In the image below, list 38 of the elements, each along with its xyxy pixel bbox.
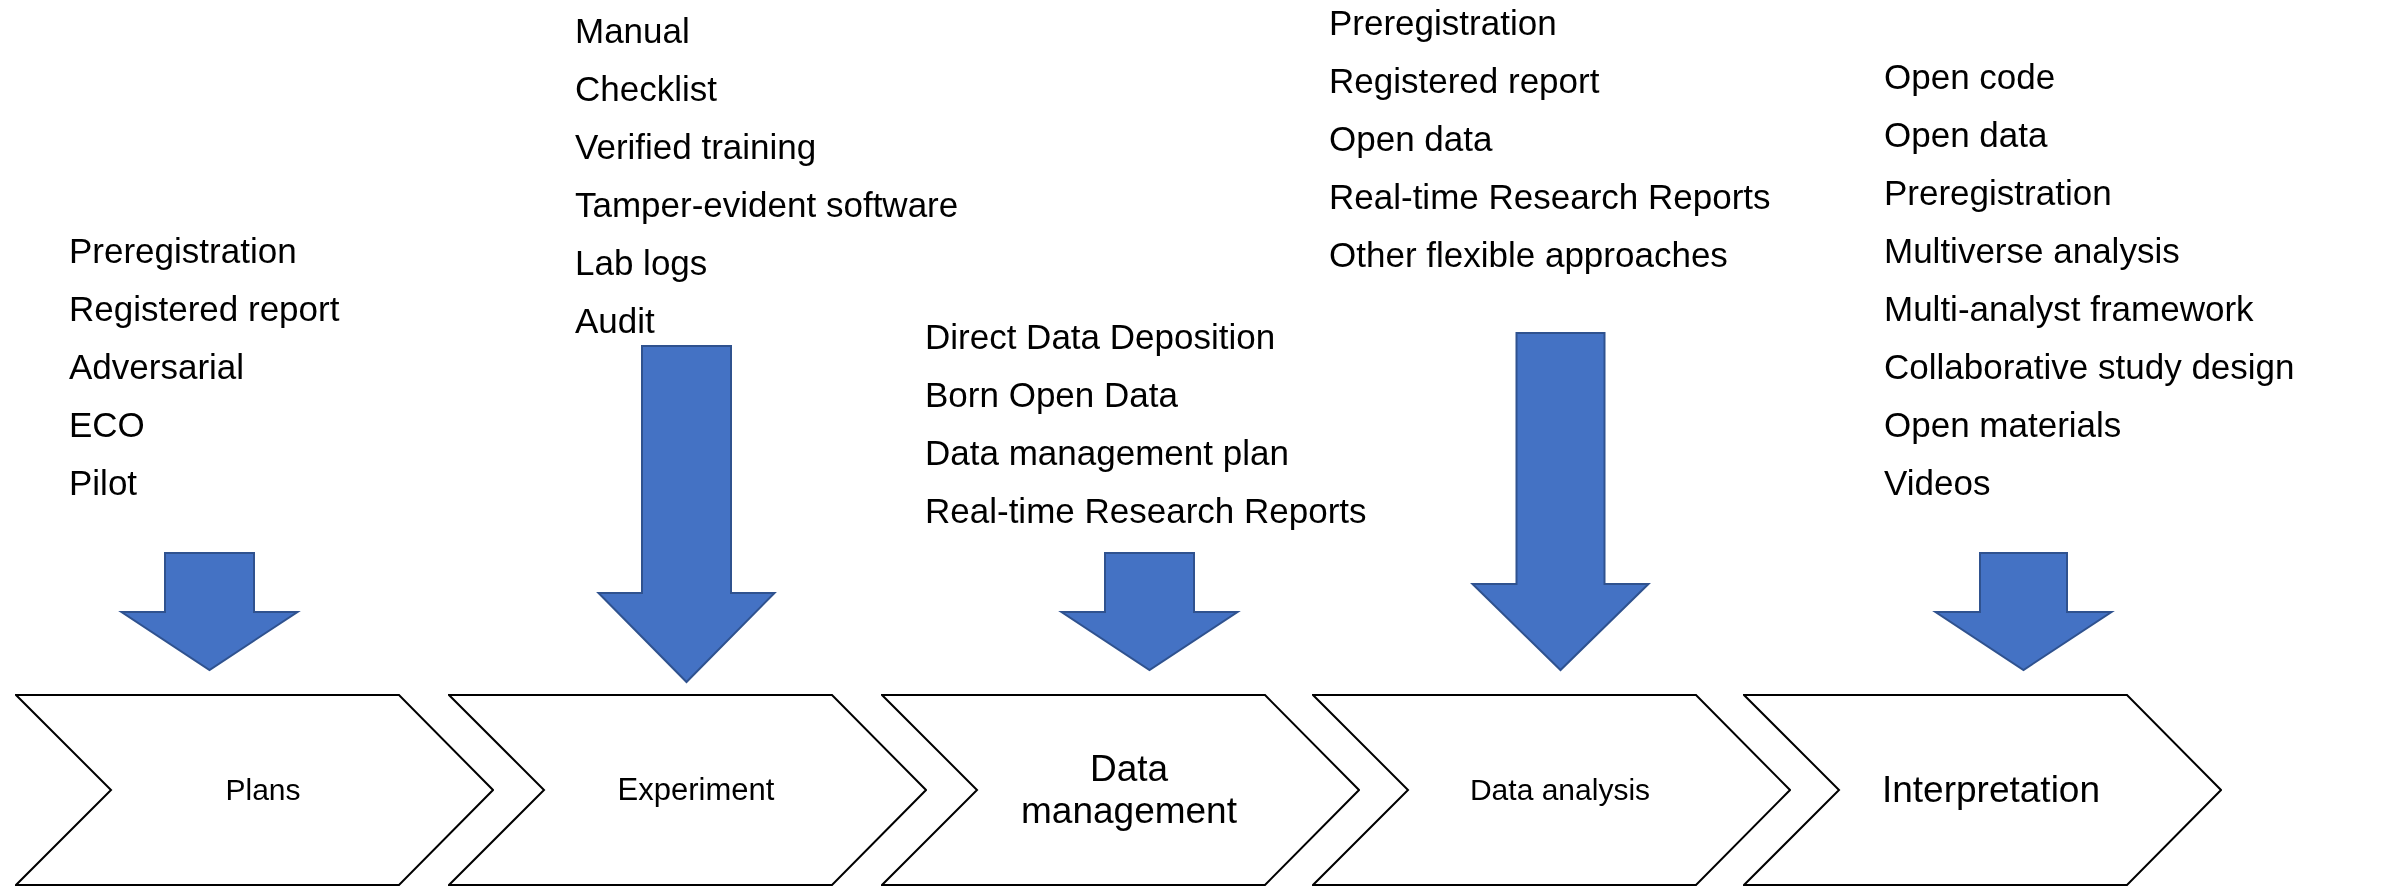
block-arrow xyxy=(1470,332,1651,672)
list-item: Pilot xyxy=(69,462,138,504)
list-item: Lab logs xyxy=(575,242,708,284)
block-arrow xyxy=(596,345,777,684)
list-item: Real-time Research Reports xyxy=(1329,176,1771,218)
list-item: Manual xyxy=(575,10,690,52)
step-label: Data analysis xyxy=(1469,773,1651,807)
list-item: Registered report xyxy=(1329,60,1600,102)
list-item: Other flexible approaches xyxy=(1329,234,1728,276)
list-item: Real-time Research Reports xyxy=(925,490,1367,532)
list-item: Tamper-evident software xyxy=(575,184,959,226)
list-item: Verified training xyxy=(575,126,817,168)
list-item: Open materials xyxy=(1884,404,2122,446)
list-item: Collaborative study design xyxy=(1884,346,2295,388)
block-arrow xyxy=(1932,552,2115,672)
list-item: Born Open Data xyxy=(925,374,1178,416)
block-arrow xyxy=(1058,552,1241,672)
list-item: Checklist xyxy=(575,68,717,110)
list-item: Adversarial xyxy=(69,346,245,388)
list-item: Data management plan xyxy=(925,432,1289,474)
list-item: Open code xyxy=(1884,56,2056,98)
step-label: Plans xyxy=(225,773,301,807)
list-item: Registered report xyxy=(69,288,340,330)
list-item: Preregistration xyxy=(69,230,297,272)
list-item: Preregistration xyxy=(1884,172,2112,214)
list-item: Videos xyxy=(1884,462,1991,504)
list-item: Audit xyxy=(575,300,655,342)
block-arrow xyxy=(118,552,301,672)
step-label: Interpretation xyxy=(1882,769,2100,811)
list-item: Multi-analyst framework xyxy=(1884,288,2254,330)
list-item: Open data xyxy=(1329,118,1493,160)
list-item: ECO xyxy=(69,404,145,446)
list-item: Preregistration xyxy=(1329,2,1557,44)
step-label: Experiment xyxy=(617,772,775,808)
step-label: Data management xyxy=(1020,748,1238,832)
list-item: Open data xyxy=(1884,114,2048,156)
list-item: Direct Data Deposition xyxy=(925,316,1276,358)
list-item: Multiverse analysis xyxy=(1884,230,2180,272)
